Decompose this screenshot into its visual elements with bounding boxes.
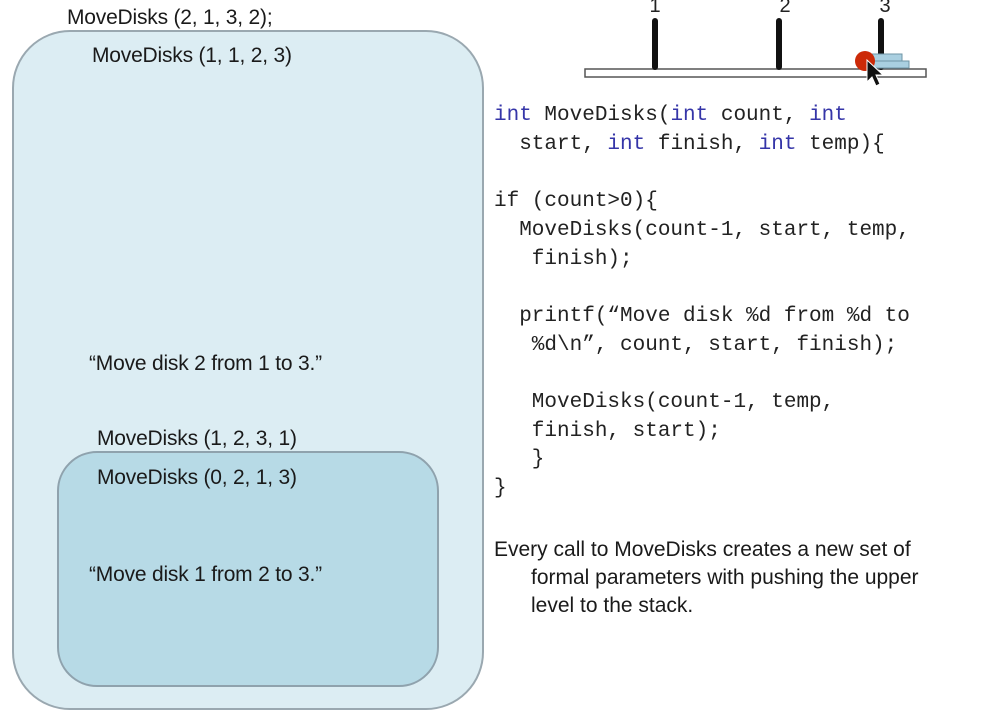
code-call2-cont: finish, start);	[494, 419, 721, 443]
code-keyword: int	[758, 132, 797, 156]
code-keyword: int	[607, 132, 646, 156]
code-block: int MoveDisks(int count, int start, int …	[494, 102, 910, 504]
code-close-brace: }	[494, 448, 545, 472]
code-text: temp){	[796, 132, 885, 156]
inner-call-frame	[57, 451, 439, 687]
tower-of-hanoi-figure: 1 2 3	[584, 0, 927, 87]
top-call-label: MoveDisks (2, 1, 3, 2);	[67, 6, 273, 29]
code-keyword: int	[809, 104, 847, 127]
code-keyword: int	[494, 104, 532, 127]
code-text: MoveDisks(	[531, 104, 671, 127]
peg-1	[652, 18, 658, 70]
inner-call-label: MoveDisks (0, 2, 1, 3)	[97, 466, 297, 489]
code-text: start,	[494, 132, 608, 156]
code-close-brace: }	[494, 477, 507, 501]
tower-base	[584, 68, 927, 78]
code-printf-cont: %d\n”, count, start, finish);	[494, 333, 898, 357]
outer-call-label: MoveDisks (1, 1, 2, 3)	[92, 44, 292, 67]
code-text: count,	[708, 104, 810, 127]
inner-output-text: “Move disk 1 from 2 to 3.”	[89, 563, 322, 586]
code-keyword: int	[670, 104, 709, 127]
code-if-line: if (count>0){	[494, 190, 658, 214]
second-call-label: MoveDisks (1, 2, 3, 1)	[97, 427, 297, 450]
outer-output-text: “Move disk 2 from 1 to 3.”	[89, 352, 322, 375]
code-text: finish,	[645, 132, 759, 156]
mouse-cursor-icon	[866, 58, 885, 87]
peg-label-2: 2	[779, 0, 790, 17]
peg-label-1: 1	[649, 0, 660, 17]
code-call1: MoveDisks(count-1, start, temp,	[494, 218, 910, 242]
peg-2	[776, 18, 782, 70]
peg-label-3: 3	[879, 0, 890, 17]
code-call2: MoveDisks(count-1, temp,	[494, 391, 835, 415]
code-call1-cont: finish);	[494, 247, 633, 271]
explanation-text: Every call to MoveDisks creates a new se…	[494, 538, 919, 617]
code-printf: printf(“Move disk %d from %d to	[494, 304, 910, 328]
